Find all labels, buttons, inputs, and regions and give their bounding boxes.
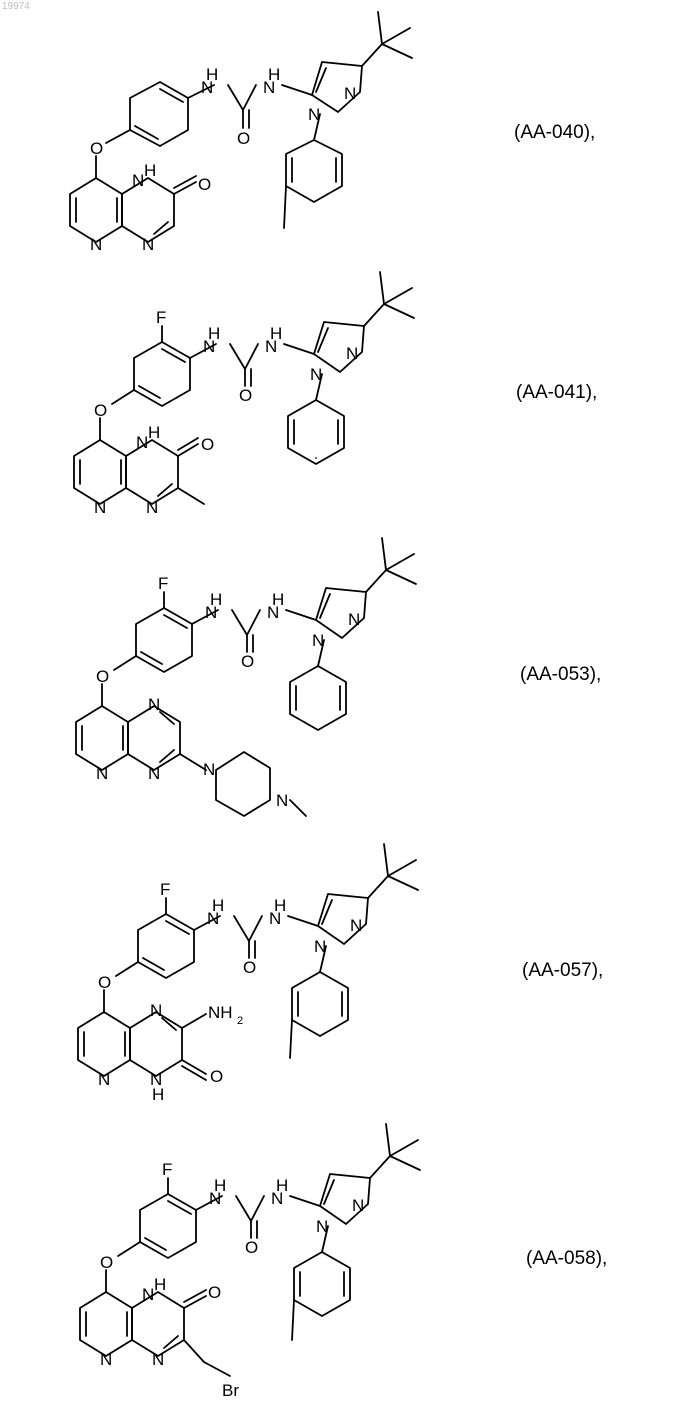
compound-id-label: (AA-040), — [514, 122, 595, 144]
n-label: N — [310, 365, 322, 384]
n-label: N — [203, 760, 215, 779]
n-label: N — [209, 1189, 221, 1208]
f-label: F — [162, 1160, 172, 1179]
n-label: N — [94, 498, 106, 517]
br-label: Br — [222, 1381, 239, 1400]
n-label: N — [142, 1285, 154, 1304]
n-label: N — [265, 337, 277, 356]
nh2-subscript: 2 — [237, 1015, 243, 1027]
o-label: O — [96, 667, 109, 686]
nh-label: H — [154, 1275, 166, 1294]
n-label: N — [98, 1070, 110, 1089]
o-label: O — [94, 401, 107, 420]
f-label: F — [160, 880, 170, 899]
n-label: N — [90, 235, 102, 254]
o-label: O — [98, 973, 111, 992]
n-label: N — [201, 78, 213, 97]
n-label: N — [132, 171, 144, 190]
compound-id-label: (AA-041), — [516, 382, 597, 404]
n-label: N — [146, 498, 158, 517]
o-label: O — [198, 175, 211, 194]
n-label: N — [150, 1001, 162, 1020]
n-label: N — [316, 1217, 328, 1236]
n-label: N — [348, 610, 360, 629]
o-label: O — [208, 1283, 221, 1302]
n-label: N — [152, 1350, 164, 1369]
o-label: O — [243, 958, 256, 977]
f-label: F — [158, 574, 168, 593]
o-label: O — [245, 1238, 258, 1257]
n-label: N — [276, 791, 288, 810]
compound-aa-057: F H N H N O O N NH 2 N N H O N N (AA-057… — [0, 836, 691, 1116]
n-label: N — [350, 916, 362, 935]
nh-label: H — [144, 161, 156, 180]
o-label: O — [210, 1067, 223, 1086]
o-label: O — [100, 1253, 113, 1272]
n-label: N — [203, 337, 215, 356]
n-label: N — [207, 909, 219, 928]
n-label: N — [352, 1196, 364, 1215]
n-label: N — [346, 344, 358, 363]
n-label: N — [312, 631, 324, 650]
n-label: N — [263, 78, 275, 97]
n-label: N — [267, 603, 279, 622]
compound-aa-053: F H N H N O O N N N N N N N (AA-053), — [0, 534, 691, 834]
o-label: O — [201, 435, 214, 454]
n-label: N — [308, 105, 320, 124]
f-label: F — [156, 308, 166, 327]
compound-id-label: (AA-057), — [522, 960, 603, 982]
nh-label: H — [148, 423, 160, 442]
compound-id-label: (AA-058), — [526, 1248, 607, 1270]
n-label: N — [314, 937, 326, 956]
n-label: N — [148, 695, 160, 714]
n-label: N — [96, 764, 108, 783]
o-label: O — [237, 129, 250, 148]
o-label: O — [241, 652, 254, 671]
n-label: N — [148, 764, 160, 783]
n-label: N — [142, 235, 154, 254]
o-label: O — [90, 139, 103, 158]
n-label: N — [269, 909, 281, 928]
compound-aa-040: H N H N O O H N O N N N N (AA-040), — [0, 0, 691, 270]
compound-id-label: (AA-053), — [520, 664, 601, 686]
compound-aa-041: F H N H N O O H N O N N N N (AA-041), — [0, 268, 691, 538]
n-label: N — [344, 84, 356, 103]
n-label: N — [136, 433, 148, 452]
nh2-label: NH — [208, 1003, 233, 1022]
o-label: O — [239, 386, 252, 405]
n-label: N — [271, 1189, 283, 1208]
n-label: N — [100, 1350, 112, 1369]
n-label: N — [205, 603, 217, 622]
compound-aa-058: F H N H N O O H N O N N Br N N (AA-058), — [0, 1118, 691, 1411]
nh-label: H — [152, 1085, 164, 1104]
